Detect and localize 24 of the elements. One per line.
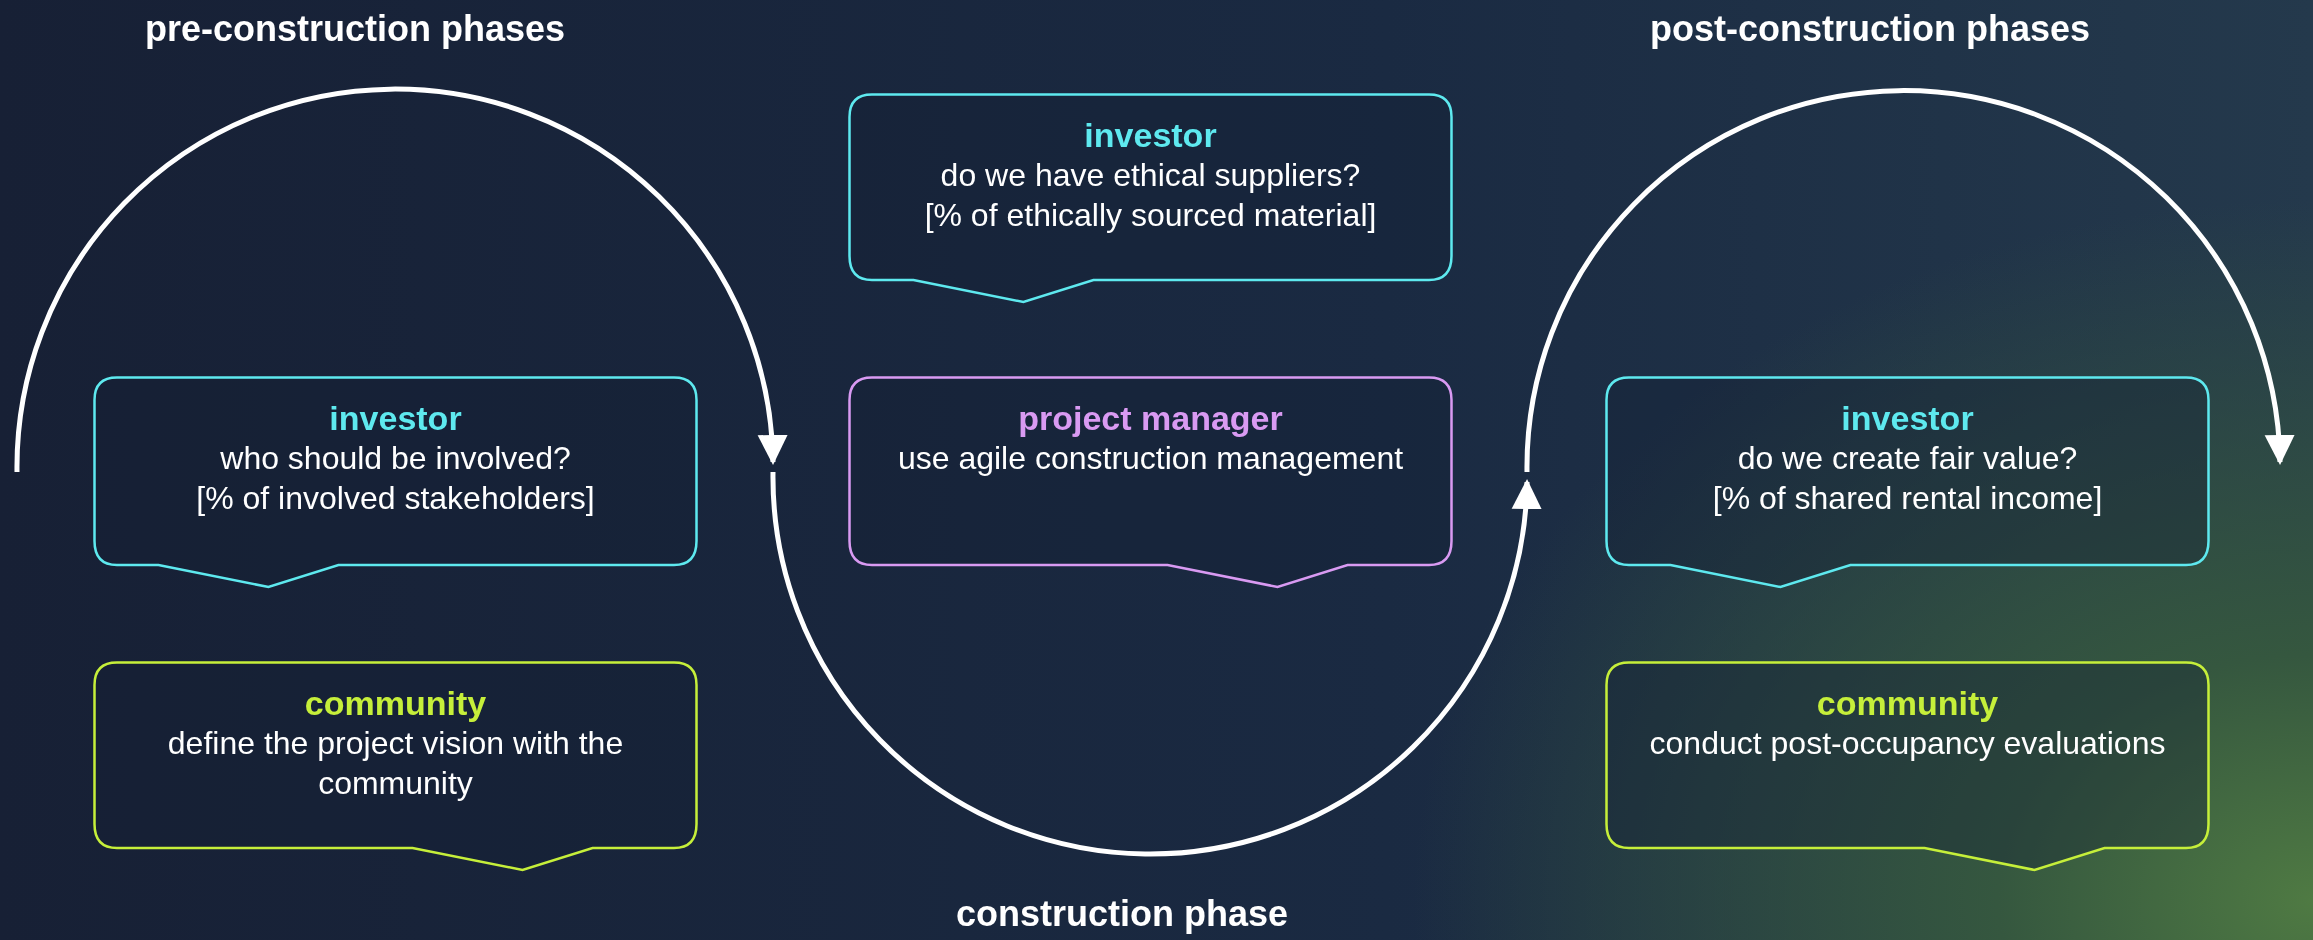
role-heading: investor: [328, 398, 463, 438]
role-heading: community: [1815, 683, 2000, 723]
phase-heading: construction phase: [956, 893, 1289, 935]
question-text: conduct post-occupancy evaluations: [1648, 724, 2167, 763]
speech-bubble: [848, 93, 1453, 304]
phase-heading: post-construction phases: [1650, 8, 2091, 50]
metric-text: [% of ethically sourced material]: [923, 196, 1378, 235]
speech-bubble: [1605, 376, 2210, 589]
role-heading: project manager: [1017, 398, 1284, 438]
question-text: who should be involved?: [219, 439, 572, 478]
speech-bubble: [1605, 661, 2210, 872]
speech-bubble: [93, 661, 698, 872]
metric-text: [% of involved stakeholders]: [195, 479, 596, 518]
role-heading: investor: [1840, 398, 1975, 438]
question-text: use agile construction management: [896, 439, 1405, 478]
phase-heading: pre-construction phases: [145, 8, 566, 50]
question-text: do we create fair value?: [1736, 439, 2079, 478]
speech-bubble: [848, 376, 1453, 589]
metric-text: [% of shared rental income]: [1711, 479, 2104, 518]
speech-bubble: [93, 376, 698, 589]
role-heading: investor: [1083, 115, 1218, 155]
question-text: do we have ethical suppliers?: [939, 156, 1362, 195]
question-text: define the project vision with the community: [166, 724, 625, 803]
role-heading: community: [303, 683, 488, 723]
